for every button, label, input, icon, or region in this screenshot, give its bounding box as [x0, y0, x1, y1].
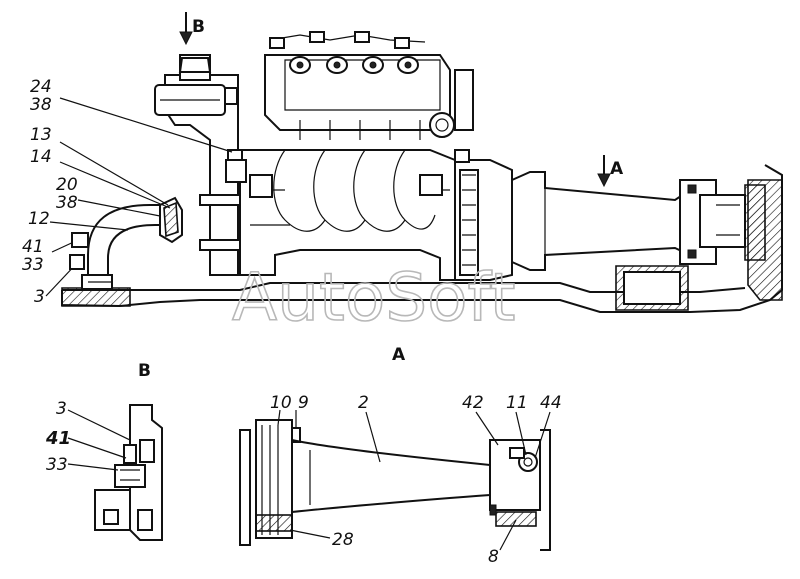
callout-41: 41: [22, 237, 44, 257]
flywheel-housing: [455, 159, 513, 281]
view-a-title: A: [392, 345, 406, 365]
gearbox-housing: [511, 171, 691, 271]
view-a-arrow: A: [597, 155, 624, 188]
callout-44: 44: [540, 393, 562, 413]
callout-38: 38: [30, 95, 52, 115]
main-leader-lines: [45, 97, 233, 297]
callout-b-3: 3: [56, 399, 67, 419]
callout-2: 2: [358, 393, 369, 413]
pump-outlets: [289, 56, 419, 74]
svg-text:B: B: [192, 17, 205, 37]
support-tube: [87, 204, 160, 288]
main-callouts: 24 38 13 14 20 38 12 41 33 3: [22, 77, 78, 307]
callout-9: 9: [298, 393, 309, 413]
callout-24: 24: [30, 77, 52, 97]
callout-b-33: 33: [46, 455, 68, 475]
callout-b-41: 41: [45, 428, 71, 449]
callout-13: 13: [30, 125, 52, 145]
svg-text:A: A: [610, 159, 624, 179]
callout-38b: 38: [56, 193, 78, 213]
view-b-detail: 3 41 33: [45, 399, 163, 541]
callout-10: 10: [270, 393, 292, 413]
callout-11: 11: [506, 393, 528, 413]
view-b-title: B: [138, 361, 151, 381]
callout-20: 20: [56, 175, 78, 195]
main-assembly-view: B A 24 38 13 14 20 38 12 41: [22, 12, 783, 313]
view-a-detail: 10 9 2 42 11 44 28 8: [239, 393, 562, 567]
callout-42: 42: [462, 393, 484, 413]
callout-33: 33: [22, 255, 44, 275]
view-b-arrow: B: [179, 12, 205, 46]
callout-8: 8: [488, 547, 499, 567]
callout-28: 28: [332, 530, 354, 550]
watermark: AutoSoft: [232, 259, 515, 336]
callout-14: 14: [30, 147, 52, 167]
callout-3: 3: [34, 287, 45, 307]
engine-block: [239, 149, 456, 281]
callout-12: 12: [28, 209, 50, 229]
